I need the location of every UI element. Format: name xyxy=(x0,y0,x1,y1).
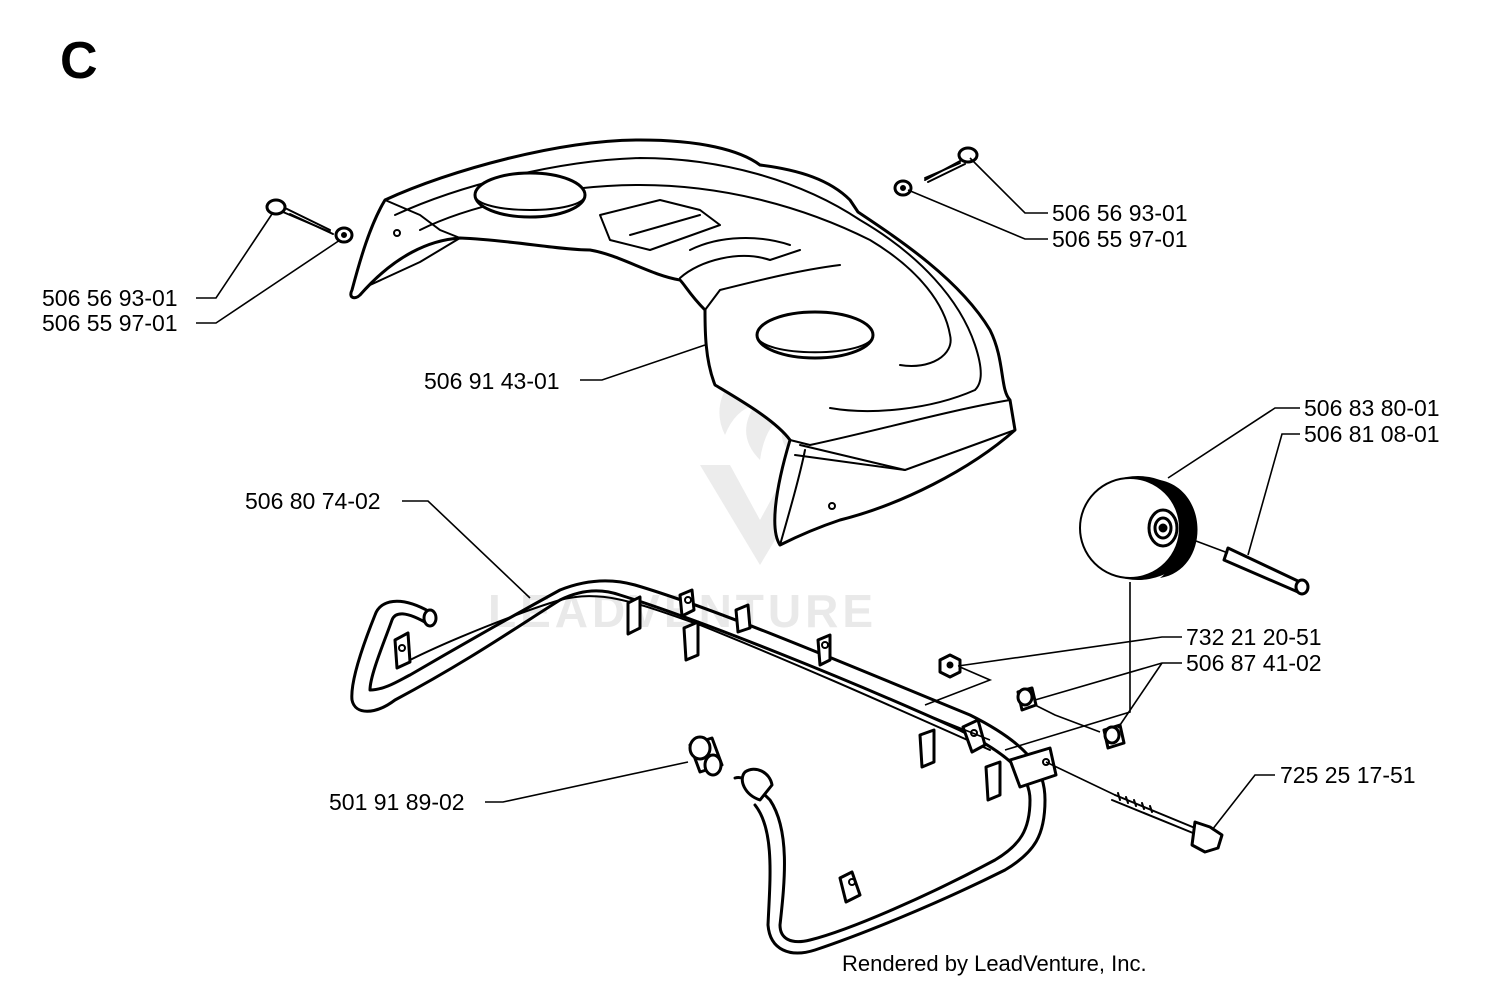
bracket xyxy=(393,631,412,670)
callout-c11: 725 25 17-51 xyxy=(1280,762,1416,788)
section-letter: C xyxy=(60,32,98,90)
bracket xyxy=(626,595,642,636)
callout-c7: 506 81 08-01 xyxy=(1304,421,1440,447)
spacer-part-lower xyxy=(1102,723,1126,750)
callout-c1: 506 56 93-01 xyxy=(42,285,178,311)
callout-c8: 506 80 74-02 xyxy=(245,488,381,514)
leader-lines xyxy=(196,157,1300,831)
bracket xyxy=(918,728,936,769)
callout-c10: 506 87 41-02 xyxy=(1186,650,1322,676)
top-cover-part xyxy=(349,138,1017,547)
callout-c9: 732 21 20-51 xyxy=(1186,624,1322,650)
bracket xyxy=(1008,746,1058,789)
spacer-part-upper xyxy=(1016,686,1038,712)
callout-labels: 506 56 93-01 506 55 97-01 506 56 93-01 5… xyxy=(42,200,1440,815)
callout-c12: 501 91 89-02 xyxy=(329,789,465,815)
bushing-part xyxy=(688,735,724,777)
bracket xyxy=(734,603,752,634)
callout-c5: 506 91 43-01 xyxy=(424,368,560,394)
bracket xyxy=(816,633,832,667)
callout-c2: 506 55 97-01 xyxy=(42,310,178,336)
bracket xyxy=(682,620,700,662)
washer-right-part xyxy=(893,179,913,197)
wheel-part xyxy=(1079,476,1198,580)
screw-right-part xyxy=(924,146,979,183)
nut-part xyxy=(938,653,962,679)
callout-c6: 506 83 80-01 xyxy=(1304,395,1440,421)
bracket xyxy=(838,870,862,904)
credit-text: Rendered by LeadVenture, Inc. xyxy=(842,951,1147,976)
washer-left-part xyxy=(334,226,354,244)
screw-left-part xyxy=(265,198,334,235)
bracket xyxy=(678,588,696,618)
callout-c3: 506 56 93-01 xyxy=(1052,200,1188,226)
bolt-part xyxy=(1111,792,1224,854)
axle-pin-part xyxy=(1179,534,1310,596)
bracket xyxy=(984,760,1002,802)
callout-c4: 506 55 97-01 xyxy=(1052,226,1188,252)
